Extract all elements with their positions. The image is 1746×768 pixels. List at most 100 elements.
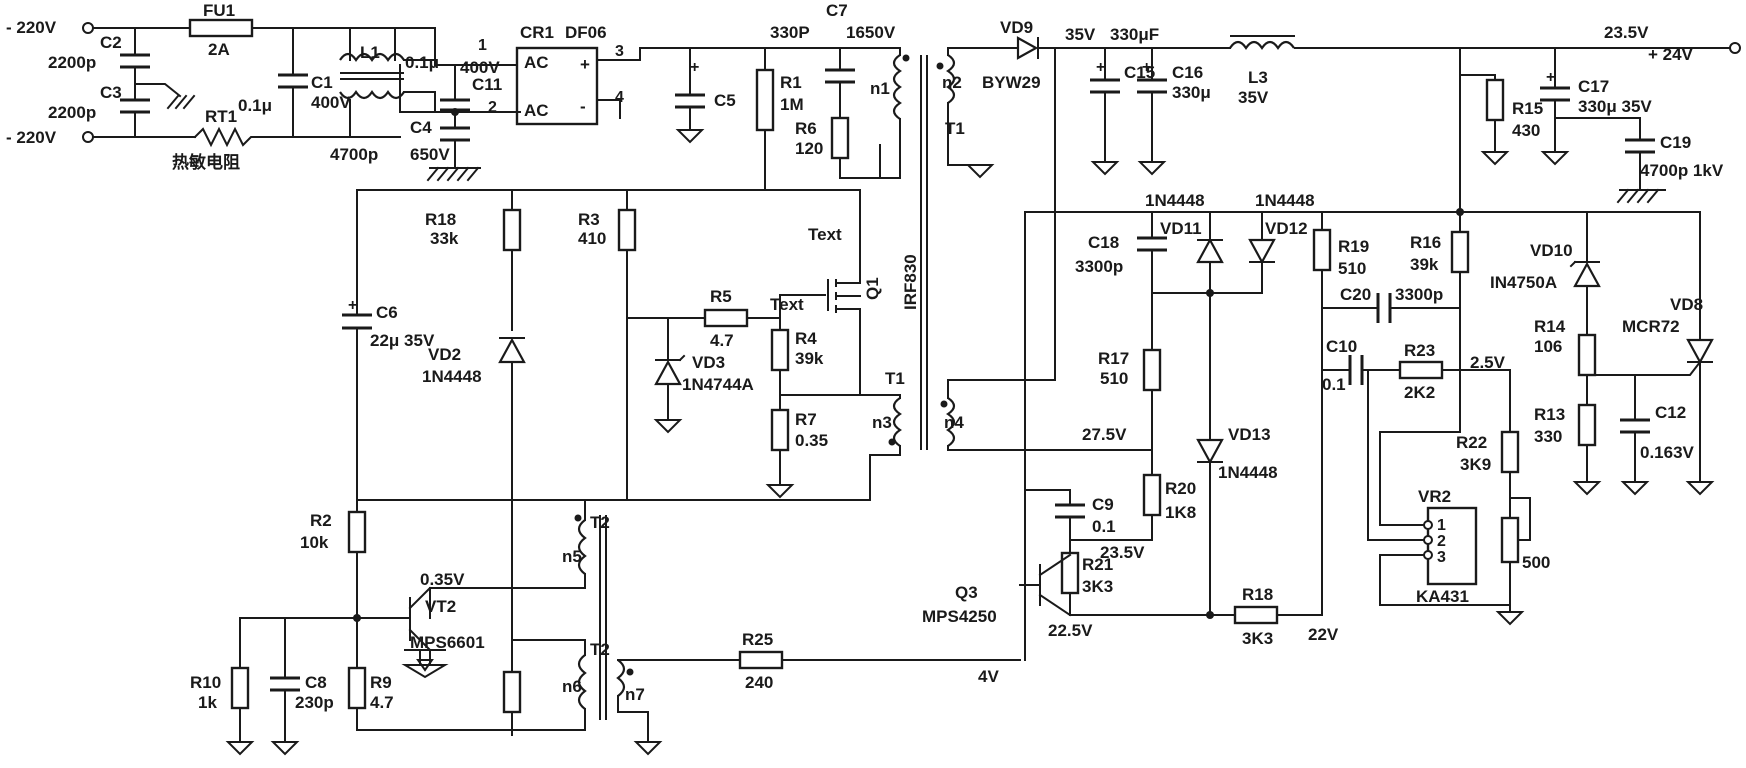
label-vd13-value: 1N4448 xyxy=(1218,463,1278,482)
label-c5: C5 xyxy=(714,91,736,110)
label-r2-value: 10k xyxy=(300,533,329,552)
diode-vd11 xyxy=(1196,237,1224,264)
transformer-t2-n5 xyxy=(577,519,587,575)
capacitor-c8 xyxy=(270,676,300,692)
label-r19-value: 510 xyxy=(1338,259,1366,278)
transformer-t1-n2 xyxy=(946,54,956,104)
label-l1: L1 xyxy=(360,43,380,62)
label-r16: R16 xyxy=(1410,233,1441,252)
label-t1-top: T1 xyxy=(945,119,965,138)
ground-c16 xyxy=(1137,161,1167,176)
label-q1: Q1 xyxy=(863,277,882,300)
svg-text:+: + xyxy=(348,297,357,314)
label-r25-value: 240 xyxy=(745,673,773,692)
thermistor-rt1 xyxy=(193,126,256,148)
regulator-vr2-ka431 xyxy=(1426,506,1478,586)
label-c11: C11 xyxy=(472,75,502,94)
label-c1-cap: 0.1μ xyxy=(238,96,272,115)
fuse-fu1 xyxy=(188,18,254,38)
ground-c15 xyxy=(1090,161,1120,176)
mains-terminal-top xyxy=(82,22,94,34)
label-vd10: VD10 xyxy=(1530,241,1573,260)
label-text-1: Text xyxy=(808,225,842,244)
label-r9: R9 xyxy=(370,673,392,692)
resistor-r9 xyxy=(347,666,367,710)
label-c20: C20 xyxy=(1340,285,1371,304)
diode-vd12 xyxy=(1248,238,1276,265)
label-c18: C18 xyxy=(1088,233,1119,252)
label-r3-value: 410 xyxy=(578,229,606,248)
resistor-r22 xyxy=(1500,430,1520,474)
label-c8: C8 xyxy=(305,673,327,692)
label-c2: C2 xyxy=(100,33,122,52)
label-n6: n6 xyxy=(562,677,582,696)
label-c12: C12 xyxy=(1655,403,1686,422)
label-r10-value: 1k xyxy=(198,693,217,712)
resistor-r5 xyxy=(703,308,749,328)
label-r25: R25 xyxy=(742,630,773,649)
resistor-r25 xyxy=(738,650,784,670)
label-out-24v: + 24V xyxy=(1648,45,1694,64)
label-4v: 4V xyxy=(978,667,999,686)
label-vd2: VD2 xyxy=(428,345,461,364)
ground-c12 xyxy=(1620,481,1650,496)
label-vd2-value: 1N4448 xyxy=(422,367,482,386)
transformer-t2-n7 xyxy=(616,659,626,697)
label-ac-1: AC xyxy=(524,53,549,72)
label-r21: R21 xyxy=(1082,555,1113,574)
label-c11-volt: 400V xyxy=(460,58,500,77)
ground-r13 xyxy=(1572,481,1602,496)
label-r3: R3 xyxy=(578,210,600,229)
capacitor-c20 xyxy=(1376,293,1392,323)
label-plus: + xyxy=(580,55,590,74)
primary-section xyxy=(225,47,1151,756)
label-vr2-pin-1: 1 xyxy=(1437,517,1446,534)
label-2-5v: 2.5V xyxy=(1470,353,1506,372)
label-c11-cap: 0.1μ xyxy=(405,53,439,72)
ground-r7 xyxy=(765,484,795,499)
svg-text:+: + xyxy=(1142,59,1151,76)
label-r1-value: 1M xyxy=(780,95,804,114)
label-c12-value: 0.163V xyxy=(1640,443,1695,462)
label-r18-primary: R18 xyxy=(425,210,456,229)
label-c16-value: 330μ xyxy=(1172,83,1211,102)
resistor-r18-primary xyxy=(502,208,522,252)
resistor-n6-load xyxy=(502,670,522,714)
inductor-l3 xyxy=(1229,40,1295,50)
label-minus: - xyxy=(580,97,586,116)
transistor-q3 xyxy=(1019,553,1072,617)
label-c6: C6 xyxy=(376,303,398,322)
capacitor-c15-c16 xyxy=(1090,78,1167,94)
bridge-rectifier-cr1 xyxy=(515,46,599,126)
label-vd8: VD8 xyxy=(1670,295,1703,314)
label-r21-value: 3K3 xyxy=(1082,577,1113,596)
label-r20-value: 1K8 xyxy=(1165,503,1196,522)
label-vin-bottom: - 220V xyxy=(6,128,57,147)
resistor-r20 xyxy=(1142,473,1162,517)
resistor-r18-secondary xyxy=(1233,605,1279,625)
label-q3: Q3 xyxy=(955,583,978,602)
label-pin-1: 1 xyxy=(478,37,487,54)
label-r9-value: 4.7 xyxy=(370,693,394,712)
ground-r10 xyxy=(225,741,255,756)
label-c2-value: 2200p xyxy=(48,53,96,72)
label-vin-top: - 220V xyxy=(6,18,57,37)
label-c1-value: 400V xyxy=(311,93,351,112)
potentiometer-500 xyxy=(1500,516,1520,564)
resistor-r1 xyxy=(755,68,775,132)
label-vd8-value: MCR72 xyxy=(1622,317,1680,336)
label-1n4448-b: 1N4448 xyxy=(1255,191,1315,210)
label-fu1: FU1 xyxy=(203,1,235,20)
label-n3: n3 xyxy=(872,413,892,432)
label-r5-value: 4.7 xyxy=(710,331,734,350)
transformer-t2-n6 xyxy=(577,654,587,710)
label-pot-500: 500 xyxy=(1522,553,1550,572)
label-c19: C19 xyxy=(1660,133,1691,152)
component-labels: - 220V - 220V FU1 2A C2 2200p C3 2200p R… xyxy=(6,1,1724,712)
ground-pot xyxy=(1495,611,1525,626)
ground-vd3 xyxy=(653,419,683,434)
resistor-r6 xyxy=(830,116,850,160)
label-27-5v: 27.5V xyxy=(1082,425,1127,444)
label-l3-volt: 35V xyxy=(1238,88,1269,107)
